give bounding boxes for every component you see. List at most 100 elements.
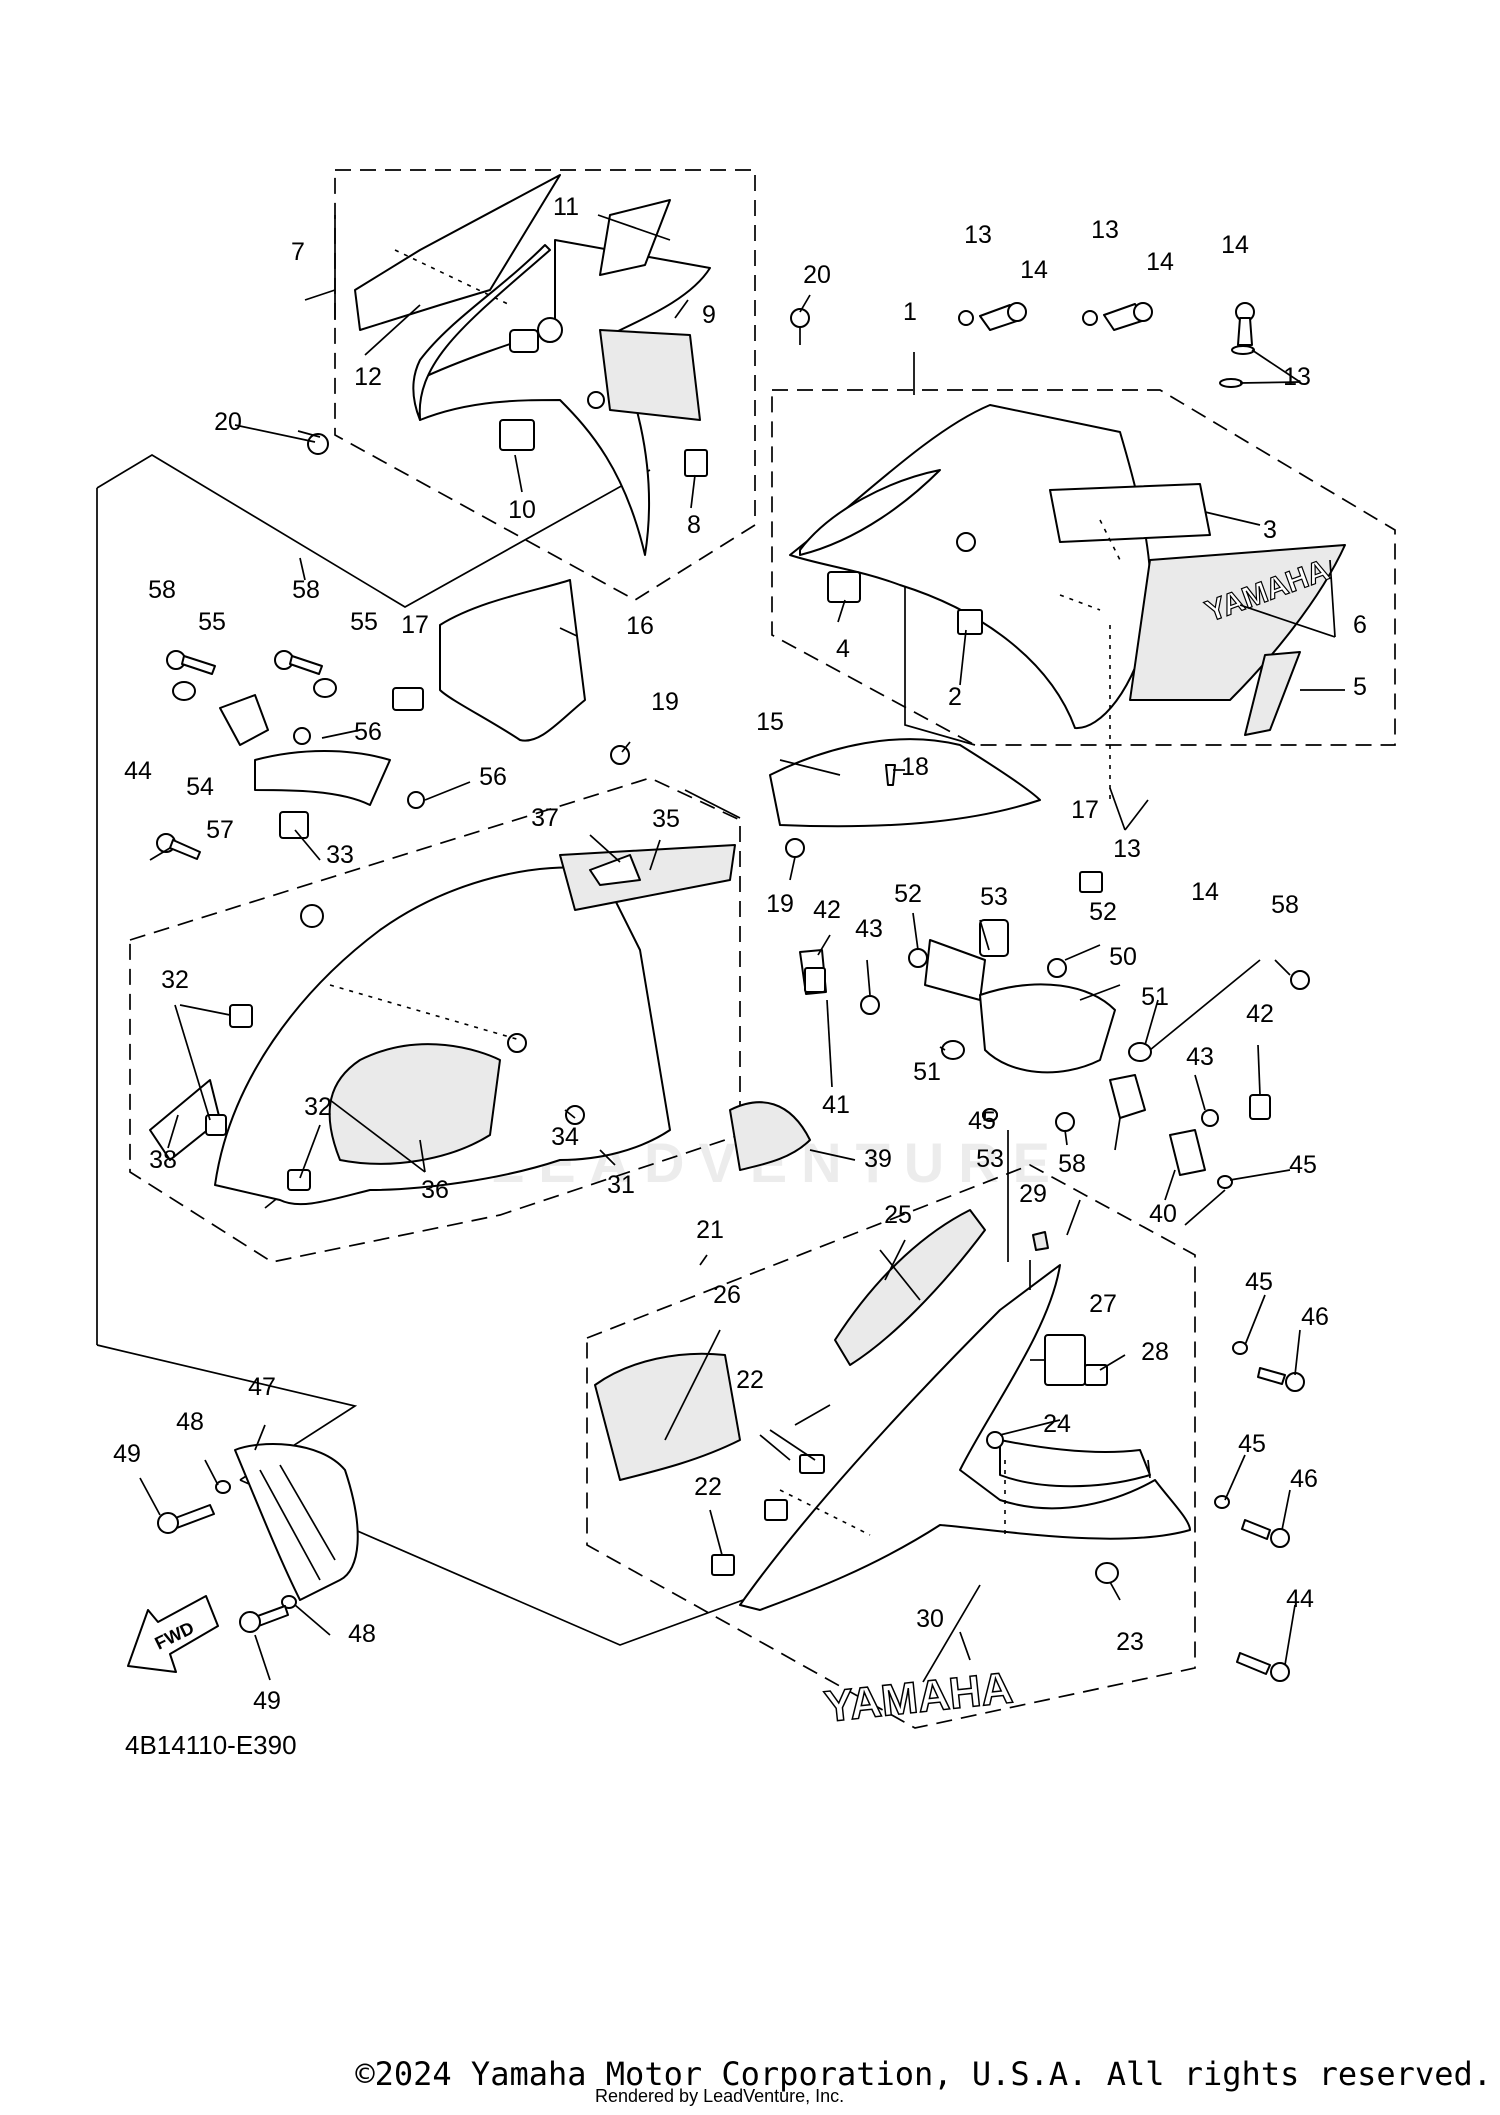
callout-38: 38: [149, 1146, 177, 1174]
callout-45: 45: [1289, 1151, 1317, 1179]
group-outline-21: [586, 1164, 1196, 1729]
callout-52: 52: [894, 880, 922, 908]
callout-39: 39: [864, 1145, 892, 1173]
fasteners-top-right: [790, 302, 1255, 388]
callout-53: 53: [980, 883, 1008, 911]
upper-cowling-left: [307, 174, 711, 556]
callout-32: 32: [161, 966, 189, 994]
callout-56: 56: [354, 718, 382, 746]
group-outline-31: [129, 777, 741, 1263]
callout-46: 46: [1290, 1465, 1318, 1493]
callout-15: 15: [756, 708, 784, 736]
callout-51: 51: [913, 1058, 941, 1086]
callout-13: 13: [964, 221, 992, 249]
callout-3: 3: [1263, 516, 1277, 544]
callout-42: 42: [813, 896, 841, 924]
callout-19: 19: [651, 688, 679, 716]
callout-46: 46: [1301, 1303, 1329, 1331]
callout-8: 8: [687, 511, 701, 539]
callout-49: 49: [253, 1687, 281, 1715]
callout-42: 42: [1246, 1000, 1274, 1028]
callout-17: 17: [1071, 796, 1099, 824]
callout-14: 14: [1191, 878, 1219, 906]
callout-23: 23: [1116, 1628, 1144, 1656]
callout-27: 27: [1089, 1290, 1117, 1318]
callout-47: 47: [248, 1373, 276, 1401]
callout-50: 50: [1109, 943, 1137, 971]
callout-20: 20: [803, 261, 831, 289]
callout-58: 58: [148, 576, 176, 604]
rendered-by-notice: Rendered by LeadVenture, Inc.: [595, 2086, 845, 2106]
callout-13: 13: [1283, 363, 1311, 391]
callout-31: 31: [607, 1171, 635, 1199]
callout-45: 45: [1245, 1268, 1273, 1296]
callout-18: 18: [901, 753, 929, 781]
callout-33: 33: [326, 841, 354, 869]
callout-32: 32: [304, 1093, 332, 1121]
callout-58: 58: [1271, 891, 1299, 919]
callout-51: 51: [1141, 983, 1169, 1011]
callout-12: 12: [354, 363, 382, 391]
brand-mark-lower: YAMAHA: [822, 1663, 1015, 1731]
callout-9: 9: [702, 301, 716, 329]
group-outline-7: [334, 169, 756, 601]
callout-25: 25: [884, 1201, 912, 1229]
callout-7: 7: [291, 238, 305, 266]
brackets-left: [156, 650, 425, 860]
callout-43: 43: [1186, 1043, 1214, 1071]
callout-5: 5: [1353, 673, 1367, 701]
callout-26: 26: [713, 1281, 741, 1309]
callout-22: 22: [736, 1366, 764, 1394]
callout-6: 6: [1353, 611, 1367, 639]
callout-55: 55: [198, 608, 226, 636]
callout-43: 43: [855, 915, 883, 943]
callout-44: 44: [1286, 1585, 1314, 1613]
drawing-code: 4B14110-E390: [125, 1730, 297, 1760]
callout-56: 56: [479, 763, 507, 791]
callout-16: 16: [626, 612, 654, 640]
callout-49: 49: [113, 1440, 141, 1468]
callout-29: 29: [1019, 1180, 1047, 1208]
callout-13: 13: [1113, 835, 1141, 863]
side-cowling-right: YAMAHA: [789, 404, 1346, 736]
copyright-notice: ©2024 Yamaha Motor Corporation, U.S.A. A…: [355, 2055, 1492, 2093]
callout-53: 53: [976, 1145, 1004, 1173]
callout-48: 48: [348, 1620, 376, 1648]
callout-34: 34: [551, 1123, 579, 1151]
callout-45: 45: [1238, 1430, 1266, 1458]
group-outline-1: [771, 389, 1396, 746]
callout-40: 40: [1149, 1200, 1177, 1228]
callout-11: 11: [553, 193, 579, 221]
callout-35: 35: [652, 805, 680, 833]
callout-45: 45: [968, 1107, 996, 1135]
front-panel-47: [157, 1443, 359, 1633]
callout-41: 41: [822, 1091, 850, 1119]
callout-48: 48: [176, 1408, 204, 1436]
callout-1: 1: [903, 298, 917, 326]
callout-2: 2: [948, 683, 962, 711]
callout-54: 54: [186, 773, 214, 801]
inner-panels: [392, 579, 1103, 893]
callout-58: 58: [1058, 1150, 1086, 1178]
leader-lines: [139, 214, 1345, 1683]
callout-21: 21: [696, 1216, 724, 1244]
callout-20: 20: [214, 408, 242, 436]
fwd-arrow: FWD: [127, 1595, 219, 1673]
hidden-lines: [329, 249, 1121, 1536]
callout-44: 44: [124, 757, 152, 785]
callout-14: 14: [1020, 256, 1048, 284]
callout-14: 14: [1146, 248, 1174, 276]
inner-fairing: [149, 844, 811, 1206]
callout-28: 28: [1141, 1338, 1169, 1366]
callout-24: 24: [1043, 1410, 1071, 1438]
callout-36: 36: [421, 1176, 449, 1204]
callout-19: 19: [766, 890, 794, 918]
callout-14: 14: [1221, 231, 1249, 259]
callout-30: 30: [916, 1605, 944, 1633]
callout-57: 57: [206, 816, 234, 844]
callout-37: 37: [531, 804, 559, 832]
callout-17: 17: [401, 611, 429, 639]
callout-55: 55: [350, 608, 378, 636]
callout-58: 58: [292, 576, 320, 604]
